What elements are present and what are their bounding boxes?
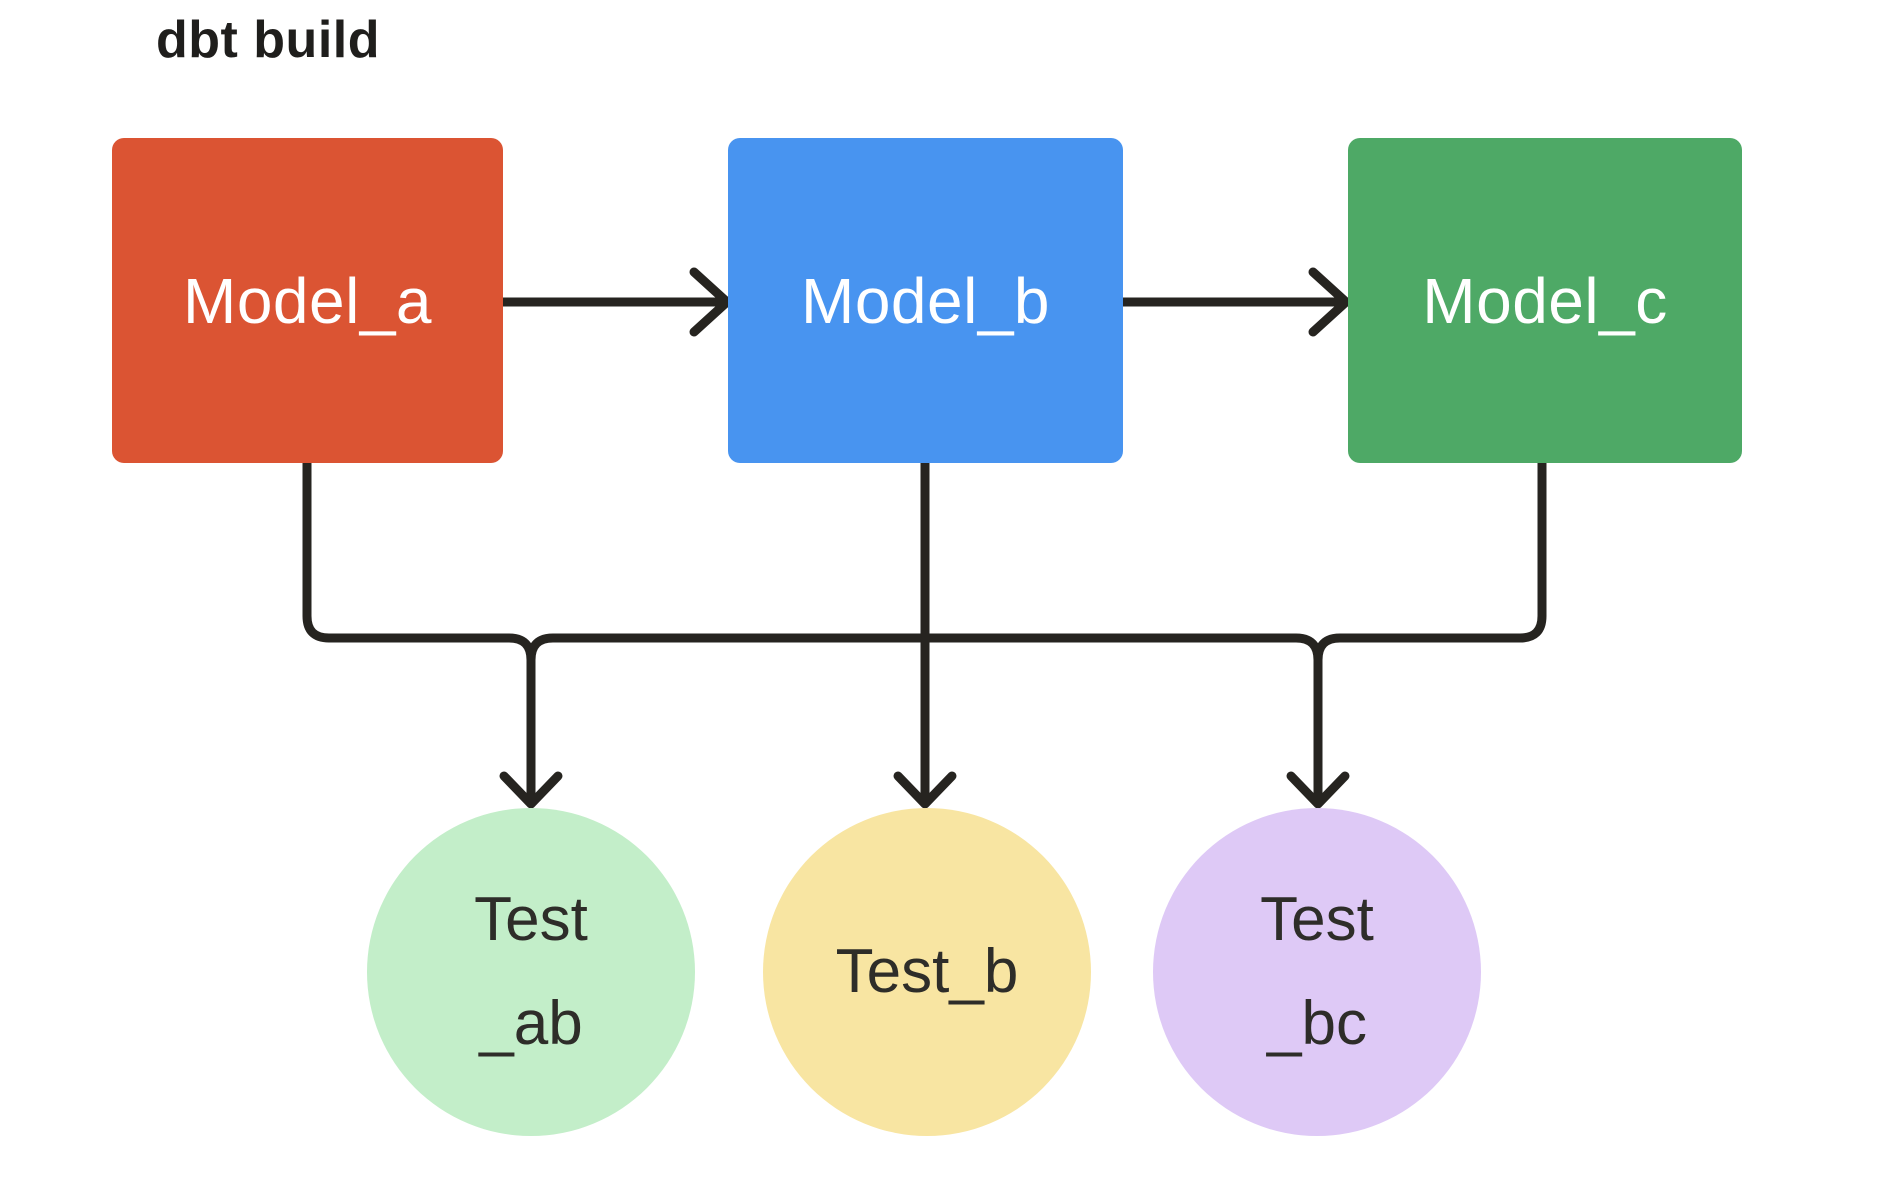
node-model-a-label: Model_a [183, 264, 432, 337]
node-model-a: Model_a [112, 138, 503, 463]
arrow-model-b-to-test-bc [920, 633, 1323, 665]
node-test-ab-label-line2: _ab [479, 989, 583, 1058]
node-test-ab: Test _ab [367, 808, 695, 1136]
node-test-ab-label-line1: Test [474, 885, 588, 954]
node-test-bc-label-line1: Test [1260, 885, 1374, 954]
node-model-b-label: Model_b [801, 264, 1050, 337]
node-test-bc: Test _bc [1153, 808, 1481, 1136]
diagram-title: dbt build [156, 11, 380, 69]
node-test-b: Test_b [763, 808, 1091, 1136]
arrow-model-b-to-model-c [1118, 267, 1351, 337]
arrow-model-b-to-test-b [893, 458, 957, 809]
node-model-b: Model_b [728, 138, 1123, 463]
arrow-model-c-to-test-bc [1286, 458, 1547, 809]
arrow-model-a-to-model-b [498, 267, 732, 337]
arrow-model-a-to-test-ab [302, 458, 563, 809]
node-test-b-label: Test_b [835, 937, 1019, 1006]
node-model-c: Model_c [1348, 138, 1742, 463]
node-test-bc-label-line2: _bc [1267, 989, 1367, 1058]
arrow-model-b-to-test-ab [526, 633, 930, 665]
node-model-c-label: Model_c [1422, 264, 1668, 337]
